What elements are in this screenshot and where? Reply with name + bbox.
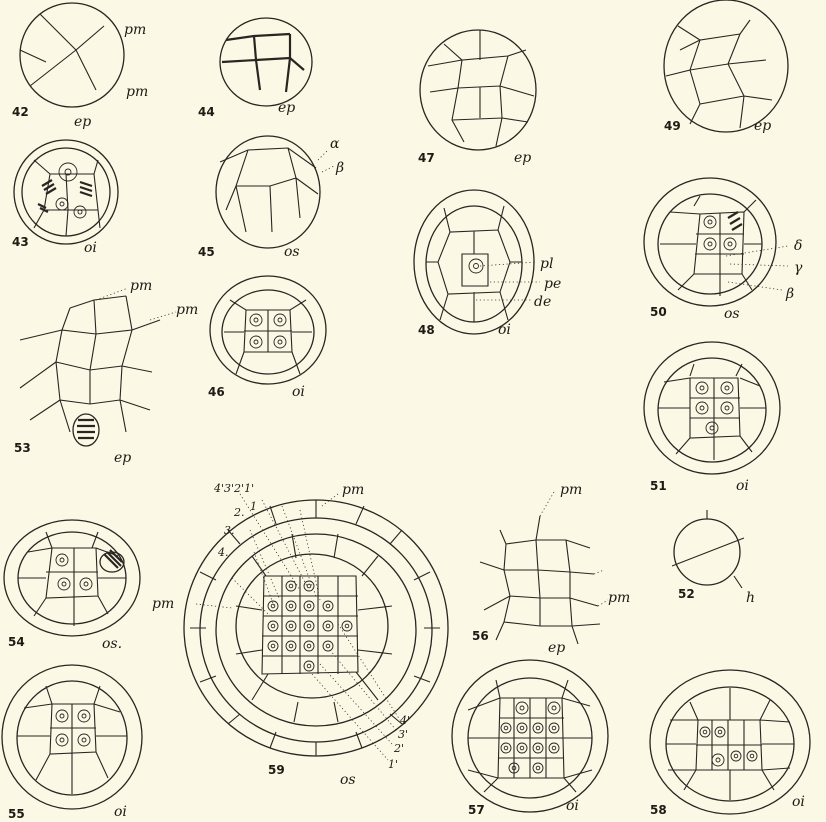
fig59-number: 59: [268, 763, 285, 777]
figure-59: 59 4'3'2'1' 2. 1 3. 4. pm pm 4' 3' 2' 1'…: [152, 482, 448, 788]
fig50-label-delta: δ: [794, 238, 802, 254]
fig49-outline: [664, 0, 788, 132]
fig59-label-3p: 3': [398, 728, 408, 741]
fig59-label-1p: 1': [388, 758, 398, 771]
figure-48: 48 pl pe de oi: [414, 190, 561, 338]
fig45-label-beta: β: [335, 160, 344, 176]
fig46-label-oi: oi: [292, 384, 305, 400]
fig43-label-oi: oi: [84, 240, 97, 256]
fig50-label-os: os: [724, 306, 740, 322]
figure-51: 51 oi: [644, 342, 780, 494]
fig45-label-alpha: α: [330, 136, 340, 152]
fig43-number: 43: [12, 235, 29, 249]
fig59-label-4: 4.: [217, 546, 229, 559]
figure-58: 58 oi: [650, 670, 810, 817]
figure-47: 47 ep: [418, 30, 536, 166]
fig47-label-ep: ep: [514, 150, 531, 166]
fig51-label-oi: oi: [736, 478, 749, 494]
figure-44: 44 ep: [198, 18, 312, 119]
fig55-label-oi: oi: [114, 804, 127, 820]
fig42-label-ep: ep: [74, 114, 91, 130]
fig56-label-ep: ep: [548, 640, 565, 656]
figure-50: 50 δ γ β os: [644, 178, 803, 322]
fig59-label-2p: 2': [393, 742, 404, 755]
figure-42: 42 pm pm ep: [12, 3, 148, 130]
fig49-label-ep: ep: [754, 118, 771, 134]
figure-54: 54 os.: [4, 520, 140, 652]
fig53-label-pm1: pm: [130, 278, 152, 294]
figure-46: 46 oi: [208, 276, 326, 400]
fig54-number: 54: [8, 635, 25, 649]
fig45-number: 45: [198, 245, 215, 259]
fig48-label-pl: pl: [540, 256, 553, 272]
fig58-number: 58: [650, 803, 667, 817]
fig44-label-ep: ep: [278, 100, 295, 116]
fig59-label-pm-top: pm: [342, 482, 364, 498]
fig42-label-pm1: pm: [124, 22, 146, 38]
fig52-number: 52: [678, 587, 695, 601]
fig48-label-pe: pe: [544, 276, 561, 292]
fig50-number: 50: [650, 305, 667, 319]
fig56-label-pm2: pm: [608, 590, 630, 606]
fig53-number: 53: [14, 441, 31, 455]
fig50-label-gamma: γ: [794, 260, 803, 276]
fig48-label-oi: oi: [498, 322, 511, 338]
fig56-label-pm1: pm: [560, 482, 582, 498]
figure-43: 43 oi: [12, 140, 118, 256]
fig48-number: 48: [418, 323, 435, 337]
fig59-label-primes-top: 4'3'2'1': [213, 482, 254, 495]
fig57-label-oi: oi: [566, 798, 579, 814]
fig56-number: 56: [472, 629, 489, 643]
fig59-label-2: 2.: [233, 506, 245, 519]
fig53-label-pm2: pm: [176, 302, 198, 318]
fig42-outline: [20, 3, 124, 107]
fig51-number: 51: [650, 479, 667, 493]
fig44-number: 44: [198, 105, 215, 119]
fig54-label-os: os.: [102, 636, 122, 652]
fig58-label-oi: oi: [792, 794, 805, 810]
fig47-number: 47: [418, 151, 435, 165]
fig50-label-beta: β: [785, 286, 794, 302]
fig52-label-h: h: [746, 590, 755, 606]
fig55-number: 55: [8, 807, 25, 821]
fig43-outline: [14, 140, 118, 244]
fig53-label-ep: ep: [114, 450, 131, 466]
fig48-label-de: de: [534, 294, 551, 310]
figure-56: 56 pm pm ep: [472, 482, 630, 656]
fig45-label-os: os: [284, 244, 300, 260]
fig42-label-pm2: pm: [126, 84, 148, 100]
fig59-label-4p: 4': [399, 714, 410, 727]
fig59-label-3: 3.: [224, 524, 235, 537]
figure-53: 53 pm pm ep: [14, 278, 198, 466]
fig59-label-pm-left: pm: [152, 596, 174, 612]
fig57-number: 57: [468, 803, 485, 817]
fig46-number: 46: [208, 385, 225, 399]
figure-57: 57 oi: [452, 660, 608, 817]
figure-49: 49 ep: [664, 0, 788, 134]
fig59-label-1: 1: [250, 500, 257, 513]
figure-52: 52 h: [672, 510, 755, 606]
figure-55: 55 oi: [2, 665, 142, 821]
fig49-number: 49: [664, 119, 681, 133]
fig47-outline: [420, 30, 536, 150]
fig42-number: 42: [12, 105, 29, 119]
fig45-outline: [216, 136, 320, 248]
figure-45: 45 α β os: [198, 136, 344, 260]
fig59-label-os: os: [340, 772, 356, 788]
